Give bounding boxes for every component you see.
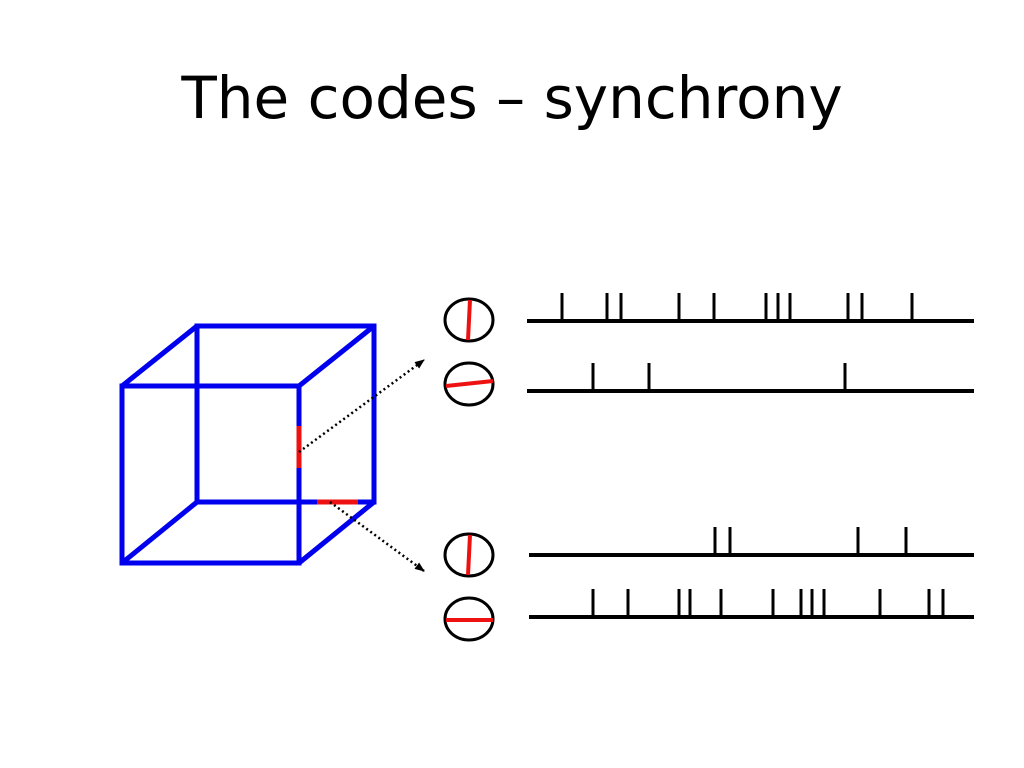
spike-train-2 — [527, 363, 974, 393]
cube-edge-top-right — [297, 324, 376, 388]
slide-title: The codes – synchrony — [181, 64, 843, 132]
spike-train-1 — [527, 293, 974, 323]
vertical-bar-oval-icon — [443, 532, 495, 578]
horizontal-bar-oval-icon — [443, 596, 495, 642]
vertical-bar-oval-icon — [443, 297, 495, 343]
cube-edge-bottom-right — [297, 500, 376, 565]
dotted-arrow-lower — [329, 500, 425, 573]
cube-front-face — [119, 383, 302, 566]
cube-back-face — [194, 323, 377, 505]
spike-train-3 — [529, 527, 974, 557]
horizontal-bar-oval-icon — [443, 361, 495, 407]
cube-edge-bottom-left — [120, 500, 199, 565]
necker-cube — [119, 323, 377, 566]
cube-edge-top-left — [120, 324, 199, 388]
spike-train-4 — [529, 589, 974, 619]
dotted-arrow-upper — [298, 358, 425, 454]
